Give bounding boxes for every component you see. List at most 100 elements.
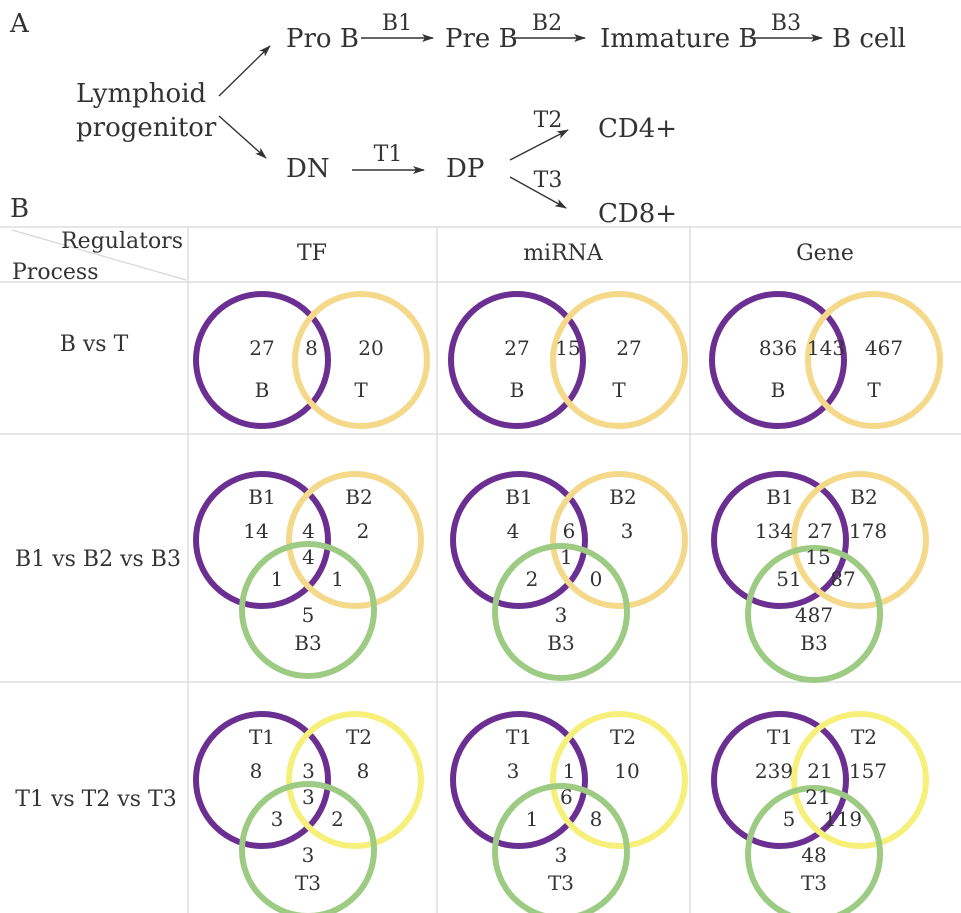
panel-b: B Regulators Process TF miRNA Gene B vs …: [0, 194, 961, 913]
venn-set-label-b1: B1: [248, 485, 275, 509]
venn-set-label-t: T: [612, 378, 626, 402]
venn-count-b2-only: 178: [849, 519, 887, 543]
venn-count-t3-only: 48: [801, 843, 826, 867]
venn-count-t1-only: 239: [755, 759, 793, 783]
venn-count-overlap-23: 1: [331, 567, 344, 591]
venn-set-label-b2: B2: [345, 485, 372, 509]
venn-set-label-t1: T1: [249, 725, 275, 749]
venn-circle-t3: [239, 781, 377, 913]
venn-circle-t: [550, 291, 688, 429]
venn-set-label-t2: T2: [851, 725, 877, 749]
stage-pro-b: Pro B: [286, 24, 359, 54]
venn-circle-t1: [711, 711, 849, 849]
corner-process: Process: [12, 260, 99, 285]
venn-count-b-only: 27: [249, 336, 274, 360]
venn-count-t-only: 27: [616, 336, 641, 360]
venn-count-overlap-23: 0: [590, 567, 603, 591]
step-b2: B2: [532, 11, 562, 36]
step-t3: T3: [534, 168, 563, 193]
arrow-to-b-lineage: [218, 45, 271, 97]
venn-count-overlap-123: 3: [302, 785, 315, 809]
venn-count-t3-only: 3: [302, 843, 315, 867]
step-t2: T2: [534, 108, 563, 133]
venn-count-overlap-123: 21: [805, 785, 830, 809]
venn-circle-b1: [450, 471, 588, 609]
root-label-line2: progenitor: [76, 113, 217, 143]
venn-count-overlap-13: 5: [783, 807, 796, 831]
venn-count-overlap-23: 87: [830, 567, 855, 591]
venn-count-overlap-12: 1: [563, 759, 576, 783]
stage-cd8: CD8+: [598, 199, 677, 229]
venn-set-label-t3: T3: [801, 871, 827, 895]
stage-cd4: CD4+: [598, 114, 677, 144]
venn-set-label-b3: B3: [800, 631, 827, 655]
venn-count-b1-only: 4: [507, 519, 520, 543]
step-b3: B3: [771, 11, 801, 36]
venn-circle-t3: [492, 783, 630, 913]
venn-circle-t: [805, 291, 943, 429]
venn-circle-b2: [286, 471, 424, 609]
venn-count-b3-only: 5: [302, 603, 315, 627]
venn-count-overlap: 8: [305, 336, 318, 360]
column-header-mirna: miRNA: [523, 241, 604, 266]
venn-count-b-only: 27: [504, 336, 529, 360]
venn-set-label-t2: T2: [610, 725, 636, 749]
venn-circle-b2: [550, 471, 688, 609]
venn-count-b3-only: 3: [555, 603, 568, 627]
venn-count-overlap-123: 6: [560, 785, 573, 809]
venn-set-label-b3: B3: [547, 631, 574, 655]
arrow-t3: [509, 176, 567, 209]
venn-count-overlap-13: 2: [526, 567, 539, 591]
venn-count-overlap-12: 27: [807, 519, 832, 543]
venn-set-label-b: B: [510, 378, 525, 402]
venn-count-t2-only: 157: [849, 759, 887, 783]
venn-count-overlap-13: 1: [271, 567, 284, 591]
venn-count-b2-only: 2: [357, 519, 370, 543]
venn-set-label-t3: T3: [548, 871, 574, 895]
venn-circle-b3: [239, 541, 377, 679]
venn-count-overlap-123: 1: [560, 545, 573, 569]
venn-count-t1-only: 3: [507, 759, 520, 783]
venn-circle-t: [292, 291, 430, 429]
venn-count-overlap-12: 21: [807, 759, 832, 783]
arrow-to-t-lineage: [218, 115, 267, 159]
root-label-line1: Lymphoid: [76, 79, 206, 109]
venn-circle-t3: [745, 785, 883, 913]
corner-regulators: Regulators: [61, 229, 183, 254]
stage-b-cell: B cell: [832, 24, 906, 54]
venn-circle-b2: [791, 471, 929, 609]
column-header-gene: Gene: [796, 241, 854, 266]
venn-set-label-b2: B2: [850, 485, 877, 509]
stage-immature-b: Immature B: [600, 24, 757, 54]
venn-set-label-b: B: [255, 378, 270, 402]
venn-set-label-t2: T2: [346, 725, 372, 749]
row-header-b-vs-t: B vs T: [60, 332, 129, 357]
venn-set-label-b1: B1: [505, 485, 532, 509]
venn-count-overlap-23: 8: [590, 807, 603, 831]
venn-count-b3-only: 487: [795, 603, 833, 627]
venn-circle-t2: [550, 711, 688, 849]
venn-count-overlap-123: 4: [302, 545, 315, 569]
venn-set-label-b2: B2: [609, 485, 636, 509]
venn-circle-t2: [791, 711, 929, 849]
venn-count-b1-only: 14: [243, 519, 268, 543]
step-t1: T1: [374, 142, 403, 167]
venn-count-overlap-13: 3: [271, 807, 284, 831]
venn-set-label-b3: B3: [294, 631, 321, 655]
venn-count-t-only: 20: [358, 336, 383, 360]
venn-count-overlap-13: 1: [526, 807, 539, 831]
venn-count-overlap-12: 4: [302, 519, 315, 543]
stage-pre-b: Pre B: [445, 24, 518, 54]
venn-set-label-b: B: [771, 378, 786, 402]
venn-count-overlap-23: 2: [331, 807, 344, 831]
venn-count-overlap-123: 15: [805, 545, 830, 569]
stage-dn: DN: [286, 154, 330, 184]
row-header-b1-b2-b3: B1 vs B2 vs B3: [15, 547, 181, 572]
venn-circle-b3: [745, 545, 883, 683]
venn-set-label-t: T: [354, 378, 368, 402]
venn-circle-t1: [450, 711, 588, 849]
venn-circle-b3: [492, 543, 630, 681]
venn-count-t3-only: 3: [555, 843, 568, 867]
